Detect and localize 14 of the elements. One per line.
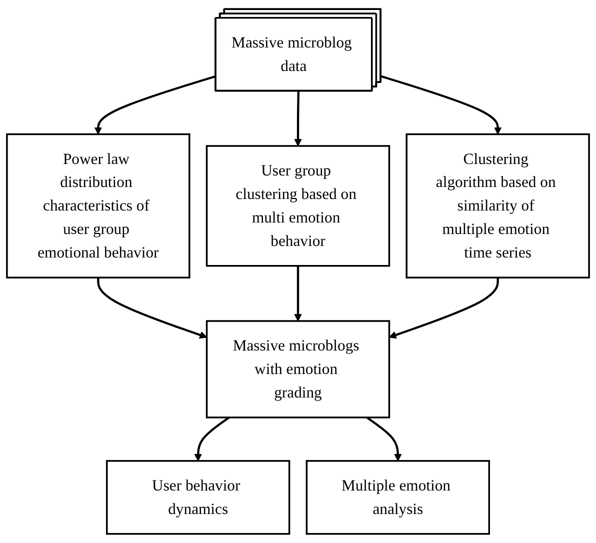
node-box: Massive microblogs with emotion grading <box>206 320 390 418</box>
arrow <box>366 416 402 462</box>
arrow <box>94 75 216 135</box>
node-box: Multiple emotion analysis <box>306 460 490 535</box>
arrow <box>194 416 230 462</box>
node-box: User behavior dynamics <box>106 460 290 535</box>
arrow <box>380 75 502 135</box>
arrow <box>388 278 499 339</box>
node-box: User group clustering based on multi emotion behavior <box>206 145 390 267</box>
arrow <box>97 278 208 339</box>
node-box: Power law distribution characteristics of user group emotional behavior <box>6 133 190 278</box>
node-box: Clustering algorithm based on similarity of multiple emotion time series <box>406 133 590 278</box>
arrow <box>294 266 302 322</box>
arrow <box>294 91 302 146</box>
